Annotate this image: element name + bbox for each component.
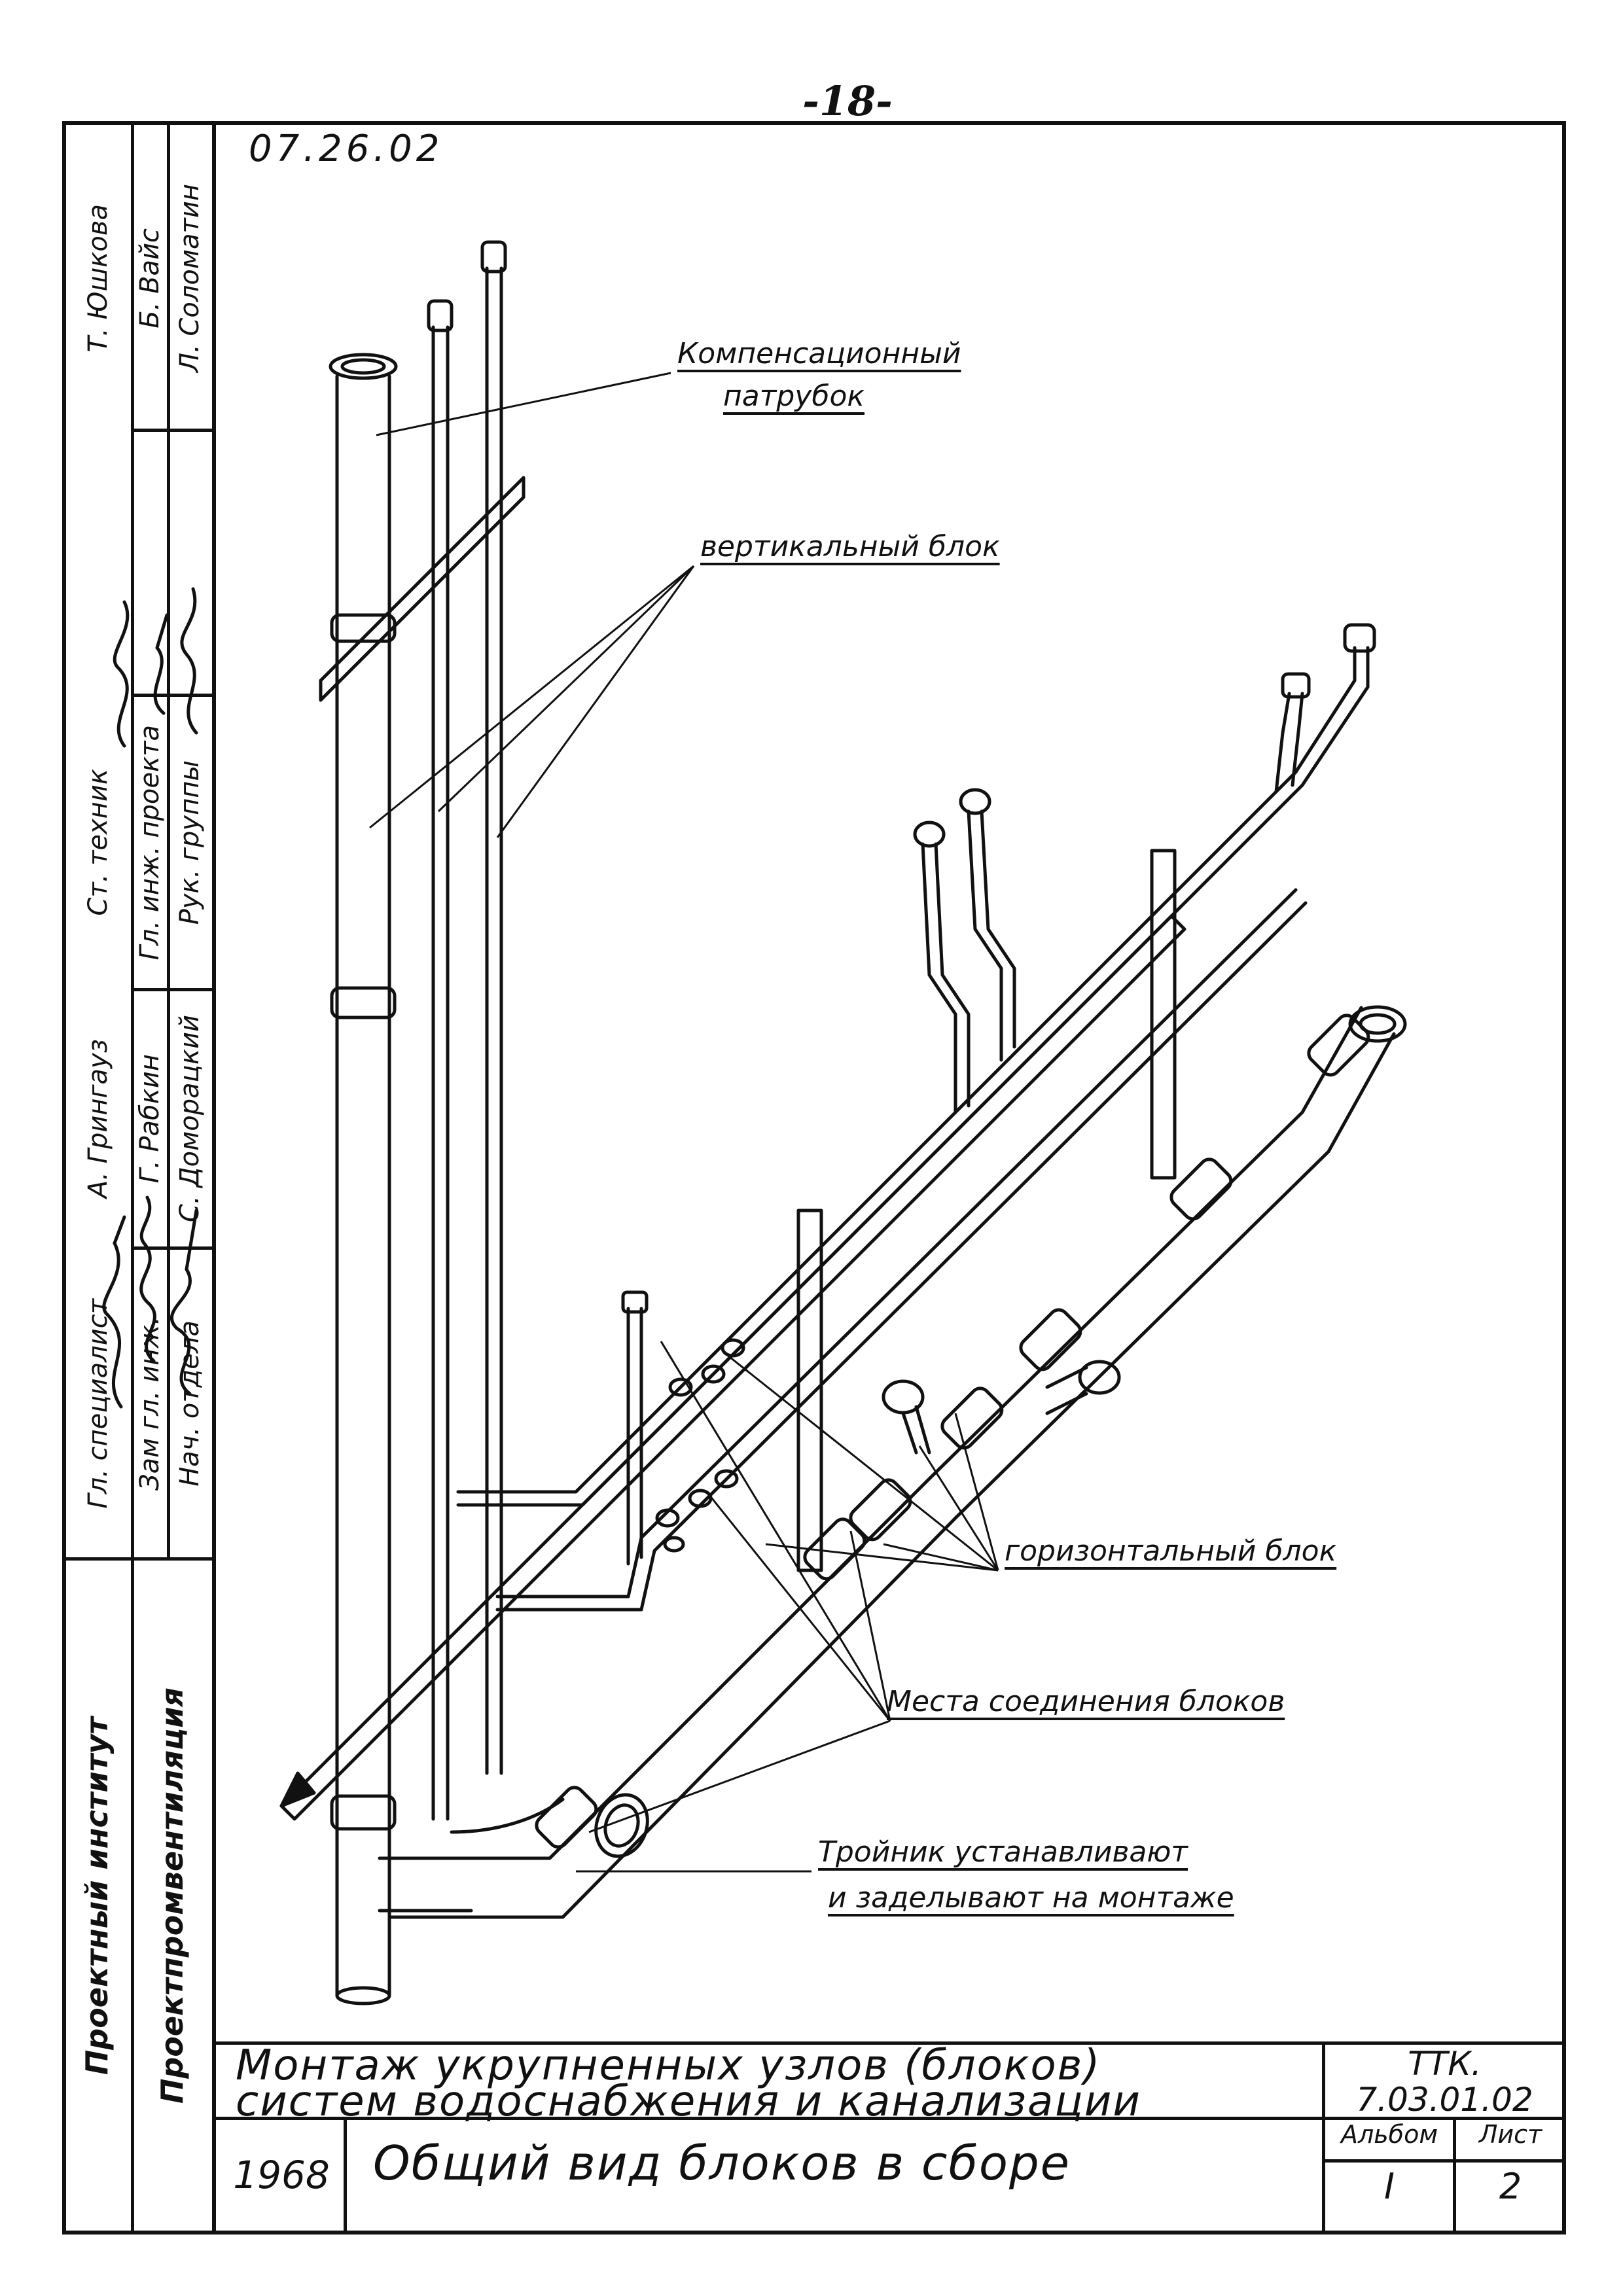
callout-compensation-pipe: Компенсационный — [677, 337, 961, 370]
vertical-thin-pipes — [427, 240, 507, 1821]
sewer-pipe — [378, 1005, 1407, 1919]
signature — [170, 1209, 198, 1396]
callout-text: и заделывают на монтаже — [828, 1881, 1234, 1915]
title-block-border — [344, 2117, 347, 2234]
callout-text: Тройник устанавливают — [818, 1835, 1188, 1869]
sidebar-divider — [167, 121, 170, 1557]
callout-text: Компенсационный — [677, 337, 961, 370]
callout-text: вертикальный блок — [700, 530, 1000, 563]
callout-text: патрубок — [723, 380, 865, 413]
callout-vertical-block: вертикальный блок — [700, 530, 1000, 563]
sheet-value: 2 — [1499, 2166, 1522, 2207]
sidebar-divider — [131, 694, 213, 697]
horizontal-lower-pipe — [495, 888, 1308, 1612]
signature — [139, 1195, 156, 1363]
page-number: -18- — [802, 77, 893, 125]
drawing-code: 07.26.02 — [249, 128, 444, 170]
callout-text: Места соединения блоков — [887, 1685, 1285, 1718]
sidebar-divider — [131, 1246, 213, 1250]
approval-sidebar: Проектный институт Проектпромвентиляция … — [62, 121, 216, 2234]
title-block-border — [1322, 2041, 1325, 2234]
signature — [180, 587, 198, 735]
riser-bracket — [319, 476, 526, 702]
title-block-border — [216, 2041, 1566, 2045]
callout-horizontal-block: горизонтальный блок — [1005, 1534, 1336, 1568]
album-label: Альбом — [1340, 2120, 1438, 2149]
sidebar-divider — [62, 1557, 213, 1561]
horizontal-upper-pipe — [456, 623, 1376, 1507]
branch-pipes — [621, 788, 1016, 1566]
vertical-brackets — [796, 849, 1177, 1572]
sidebar-divider — [131, 121, 134, 2234]
drawing-frame — [62, 121, 1566, 2234]
signature — [153, 613, 169, 715]
callout-text: горизонтальный блок — [1005, 1534, 1337, 1568]
callout-block-joints: Места соединения блоков — [887, 1685, 1285, 1718]
sheet-title: Общий вид блоков в сборе — [373, 2136, 1071, 2191]
title-block-border — [216, 2117, 1566, 2120]
callout-tee: Тройник устанавливают — [818, 1835, 1188, 1869]
title-block-border — [1322, 2159, 1566, 2163]
document-title: систем водоснабжения и канализации — [236, 2077, 1141, 2126]
document-title: Монтаж укрупненных узлов (блоков) — [236, 2041, 1101, 2090]
main-riser-pipe — [329, 353, 398, 2005]
block-fittings — [655, 1338, 745, 1553]
signature — [102, 1215, 126, 1409]
document-code: ТТК. — [1408, 2045, 1482, 2083]
leader-lines — [369, 372, 999, 1873]
document-code: 7.03.01.02 — [1356, 2081, 1533, 2119]
callout-compensation-pipe: патрубок — [723, 380, 865, 413]
sidebar-divider — [131, 988, 213, 991]
sidebar-divider — [131, 429, 213, 432]
year: 1968 — [233, 2153, 330, 2197]
title-block-border — [1453, 2117, 1456, 2234]
sheet-label: Лист — [1478, 2120, 1543, 2149]
callout-tee: и заделывают на монтаже — [828, 1881, 1234, 1915]
album-value: I — [1384, 2166, 1395, 2207]
signature — [113, 600, 130, 748]
